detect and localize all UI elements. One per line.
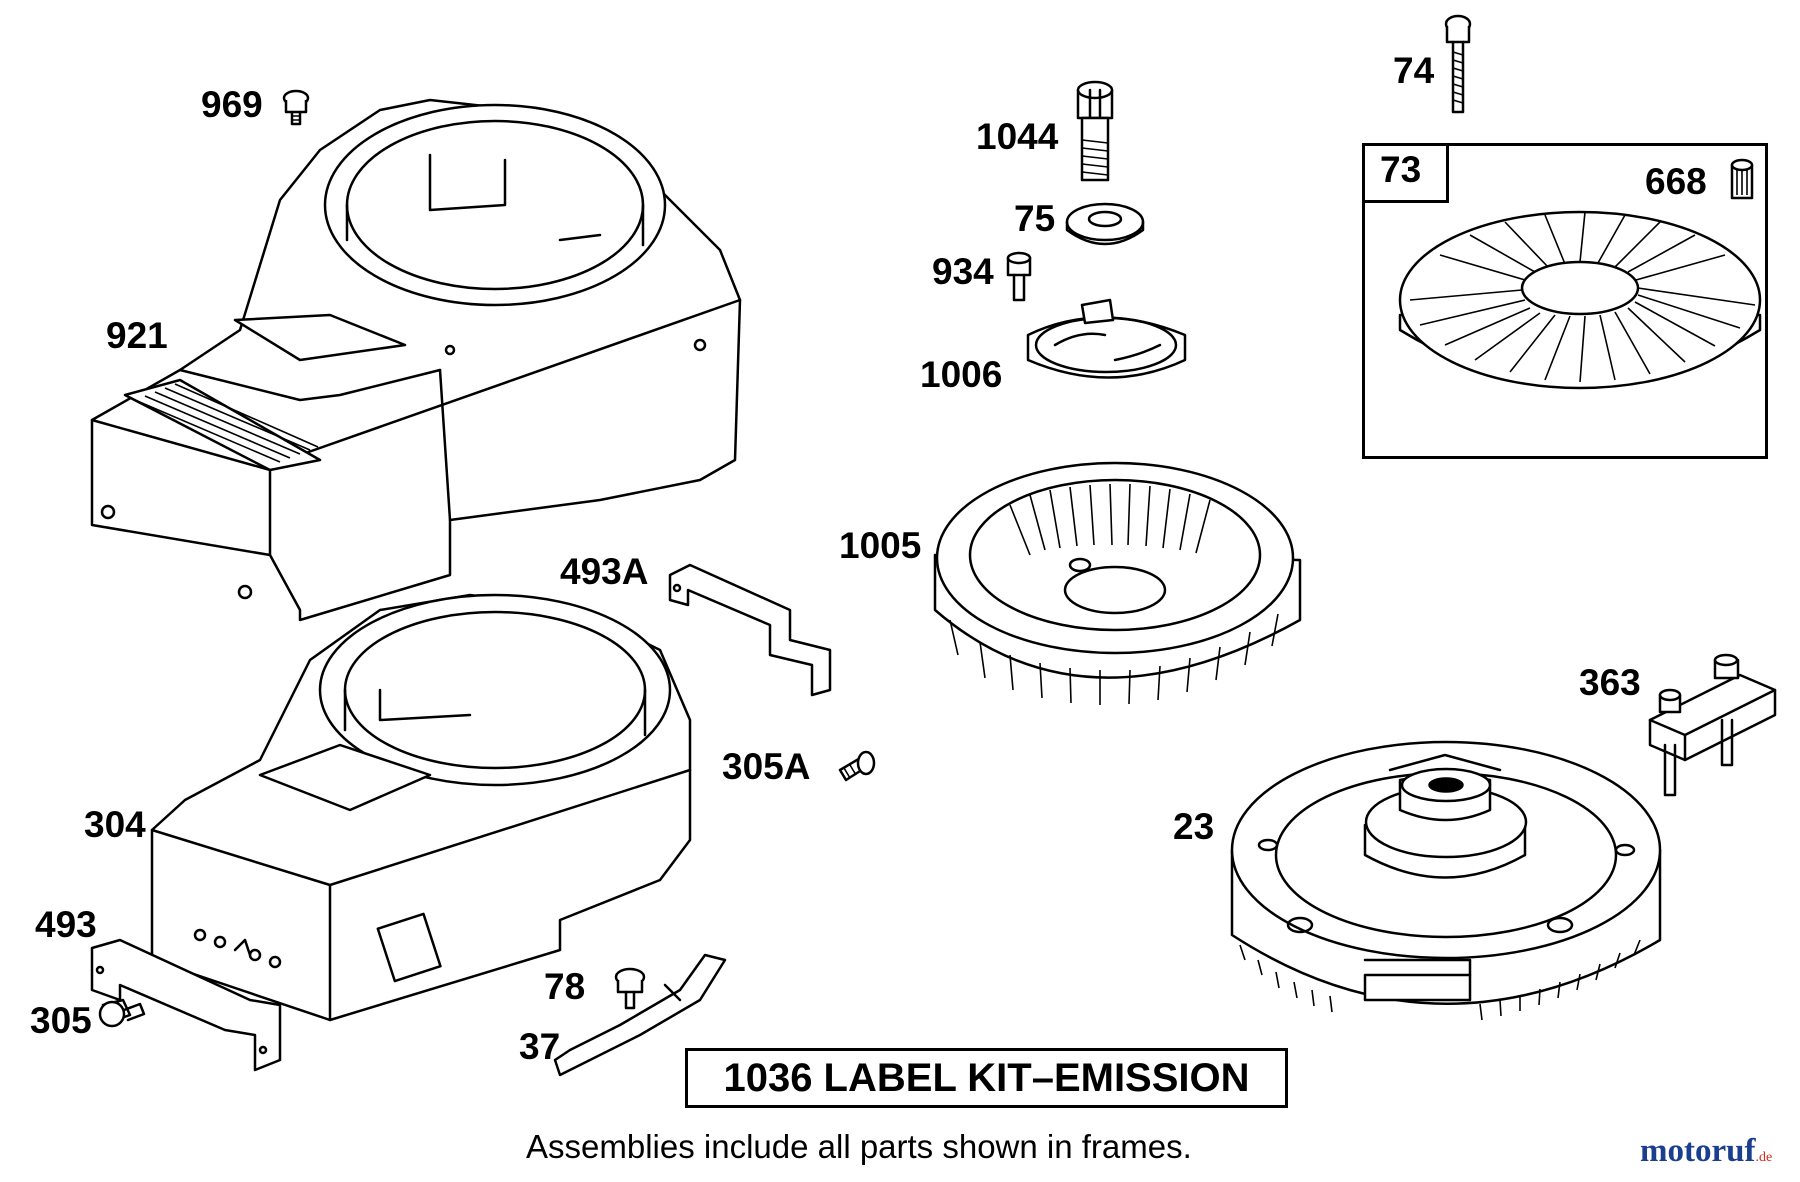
watermark-logo: motoruf.de [1640, 1133, 1772, 1170]
screw-78-drawing [614, 967, 646, 1010]
screw-305a-drawing [838, 750, 876, 782]
part-label-1006: 1006 [920, 354, 1003, 395]
kit-label-frame: 1036 LABEL KIT–EMISSION [685, 1048, 1288, 1108]
part-label-934: 934 [932, 251, 994, 292]
part-label-363: 363 [1579, 662, 1641, 703]
part-label-73: 73 [1380, 149, 1422, 190]
screw-305-drawing [98, 998, 146, 1028]
fan-1005-drawing [933, 461, 1302, 705]
kit-label-text: 1036 LABEL KIT–EMISSION [723, 1055, 1250, 1100]
part-label-921: 921 [106, 315, 168, 356]
bracket-493a-drawing [668, 563, 832, 697]
part-label-78: 78 [544, 966, 586, 1007]
part-label-305a: 305A [722, 746, 811, 787]
bracket-363-drawing [1648, 653, 1777, 797]
watermark-suffix: .de [1755, 1150, 1773, 1165]
part-label-74: 74 [1393, 50, 1435, 91]
cup-1006-drawing [1026, 298, 1187, 379]
part-label-493a: 493A [560, 551, 649, 592]
flywheel-23-drawing [1230, 740, 1662, 1021]
part-label-1044: 1044 [976, 116, 1059, 157]
part-label-75: 75 [1014, 198, 1056, 239]
bolt-1044-drawing [1076, 80, 1114, 182]
deflector-37-drawing [553, 953, 727, 1077]
part-label-37: 37 [519, 1026, 561, 1067]
washer-75-drawing [1065, 202, 1145, 246]
bracket-493-drawing [90, 938, 282, 1072]
part-label-305: 305 [30, 1000, 92, 1041]
blower-housing-921-drawing [90, 98, 742, 622]
part-label-969: 969 [201, 84, 263, 125]
part-label-493: 493 [35, 904, 97, 945]
part-label-1005: 1005 [839, 525, 922, 566]
assembly-frame-73 [1362, 143, 1768, 459]
shroud-304-drawing [150, 593, 692, 1022]
screw-668-drawing [1730, 158, 1754, 200]
part-label-668: 668 [1645, 161, 1707, 202]
screw-969-drawing [282, 89, 310, 126]
screw-74-drawing [1444, 14, 1472, 114]
part-label-304: 304 [84, 804, 146, 845]
frame-tab-73 [1362, 143, 1449, 203]
watermark-name: motoruf [1640, 1133, 1756, 1169]
part-label-23: 23 [1173, 806, 1215, 847]
screw-934-drawing [1006, 251, 1032, 302]
frame-note: Assemblies include all parts shown in fr… [526, 1128, 1192, 1165]
screen-73-drawing [1398, 210, 1762, 390]
